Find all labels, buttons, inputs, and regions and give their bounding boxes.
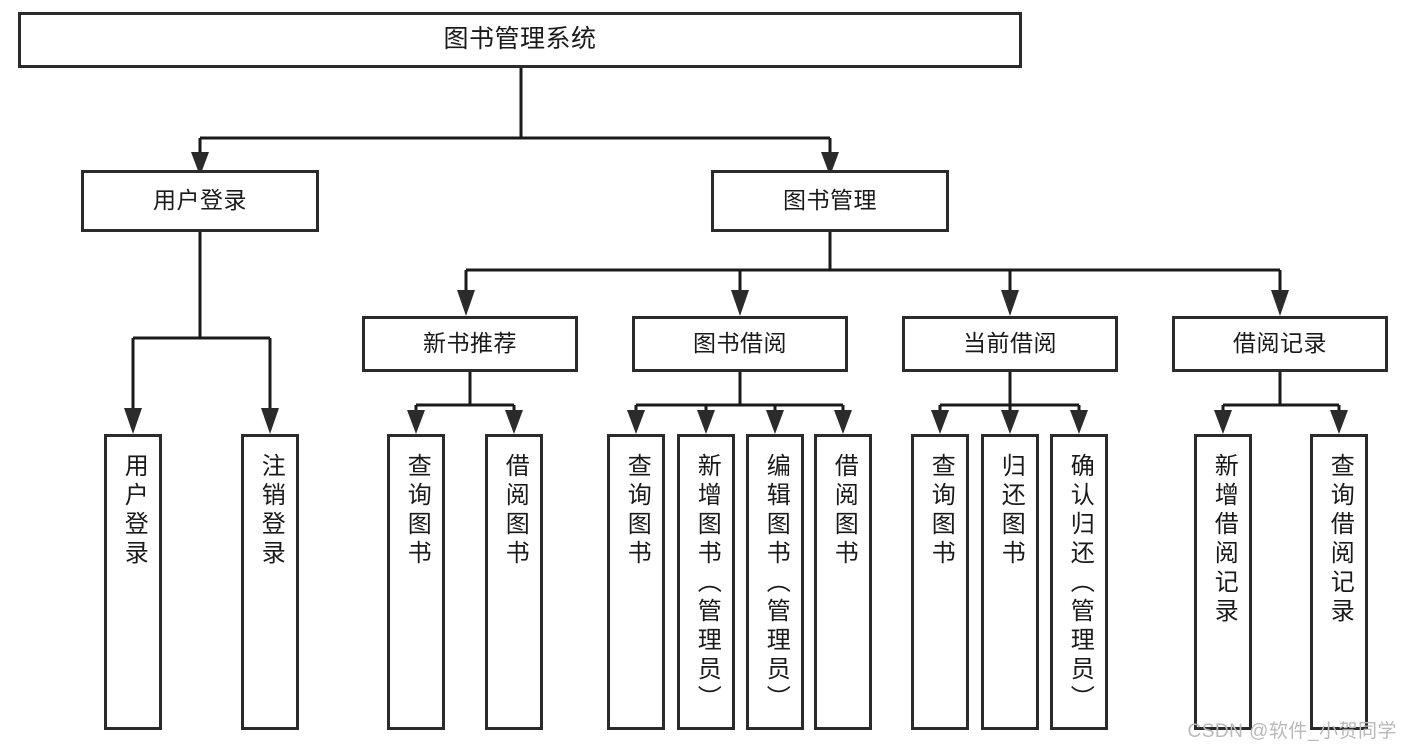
leaf-add-book-admin[interactable]: 新增图书（管理员） — [677, 434, 735, 730]
leaf-return-book[interactable]: 归还图书 — [981, 434, 1039, 730]
node-new-book-recommendation[interactable]: 新书推荐 — [362, 316, 578, 372]
node-label: 图书借阅 — [693, 330, 787, 357]
leaf-logout[interactable]: 注销登录 — [241, 434, 299, 730]
node-label: 新书推荐 — [423, 330, 517, 357]
node-label: 查询图书 — [403, 453, 431, 569]
node-label: 确认归还（管理员） — [1066, 453, 1094, 714]
node-label: 编辑图书（管理员） — [762, 453, 790, 714]
node-label: 当前借阅 — [963, 330, 1057, 357]
node-label: 查询借阅记录 — [1326, 453, 1354, 627]
node-label: 归还图书 — [997, 453, 1025, 569]
node-label: 用户登录 — [153, 187, 247, 214]
leaf-borrow-book[interactable]: 借阅图书 — [814, 434, 872, 730]
node-label: 查询图书 — [623, 453, 651, 569]
node-current-borrowing[interactable]: 当前借阅 — [902, 316, 1118, 372]
node-book-management[interactable]: 图书管理 — [711, 170, 949, 232]
node-book-borrowing[interactable]: 图书借阅 — [632, 316, 848, 372]
leaf-query-book-current[interactable]: 查询图书 — [911, 434, 969, 730]
node-label: 图书管理系统 — [443, 25, 597, 54]
leaf-confirm-return-admin[interactable]: 确认归还（管理员） — [1050, 434, 1108, 730]
node-user-login[interactable]: 用户登录 — [81, 170, 319, 232]
leaf-query-book-recommend[interactable]: 查询图书 — [387, 434, 445, 730]
leaf-query-book-borrow[interactable]: 查询图书 — [607, 434, 665, 730]
leaf-user-login[interactable]: 用户登录 — [104, 434, 162, 730]
leaf-borrow-book-recommend[interactable]: 借阅图书 — [485, 434, 543, 730]
node-label: 图书管理 — [783, 187, 877, 214]
csdn-watermark: CSDN @软件_小贺同学 — [1187, 721, 1397, 742]
node-label: 注销登录 — [257, 453, 285, 569]
node-label: 借阅图书 — [830, 453, 858, 569]
node-borrowing-record[interactable]: 借阅记录 — [1172, 316, 1388, 372]
node-label: 借阅记录 — [1233, 330, 1327, 357]
node-label: 用户登录 — [120, 453, 148, 569]
node-label: 查询图书 — [927, 453, 955, 569]
leaf-add-borrow-record[interactable]: 新增借阅记录 — [1194, 434, 1252, 730]
leaf-query-borrow-record[interactable]: 查询借阅记录 — [1310, 434, 1368, 730]
node-label: 新增图书（管理员） — [693, 453, 721, 714]
leaf-edit-book-admin[interactable]: 编辑图书（管理员） — [746, 434, 804, 730]
node-label: 借阅图书 — [501, 453, 529, 569]
node-label: 新增借阅记录 — [1210, 453, 1238, 627]
node-root-book-management-system[interactable]: 图书管理系统 — [18, 12, 1022, 68]
